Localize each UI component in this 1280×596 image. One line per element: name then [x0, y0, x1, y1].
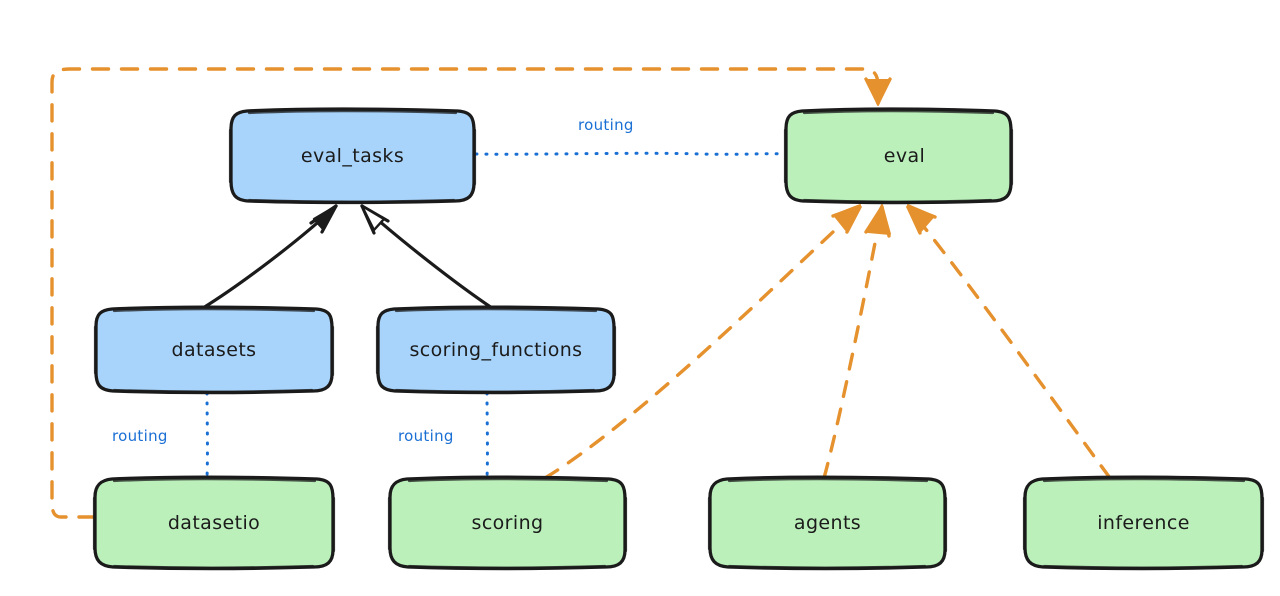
edge-eval_tasks-eval: [474, 151, 788, 156]
node-label: agents: [793, 512, 862, 534]
node-inference[interactable]: inference: [1022, 475, 1265, 571]
edge-label-routing-datasetio: routing: [112, 427, 168, 445]
node-eval[interactable]: eval: [783, 107, 1014, 205]
node-scoring_functions[interactable]: scoring_functions: [375, 305, 617, 395]
node-eval_tasks[interactable]: eval_tasks: [228, 107, 477, 205]
node-label: datasets: [171, 339, 257, 361]
node-agents[interactable]: agents: [707, 475, 948, 571]
node-datasetio[interactable]: datasetio: [92, 475, 336, 571]
edge-datasets-eval_tasks: [201, 204, 338, 310]
edge-inference-eval: [906, 204, 1112, 480]
edge-scoring-eval: [543, 204, 862, 480]
edge-label-routing-eval: routing: [578, 116, 634, 134]
node-label: scoring: [471, 512, 544, 534]
node-label: datasetio: [167, 512, 261, 534]
node-label: eval: [883, 145, 926, 167]
node-datasets[interactable]: datasets: [93, 305, 335, 395]
edge-label-routing-scoring: routing: [398, 427, 454, 445]
node-label: eval_tasks: [300, 145, 405, 167]
edge-scoring_functions-eval_tasks: [360, 204, 494, 310]
edge-datasetio-eval: [50, 67, 892, 519]
node-label: inference: [1097, 512, 1190, 534]
node-label: scoring_functions: [409, 339, 583, 361]
node-scoring[interactable]: scoring: [387, 475, 628, 571]
edge-agents-eval: [822, 204, 891, 480]
